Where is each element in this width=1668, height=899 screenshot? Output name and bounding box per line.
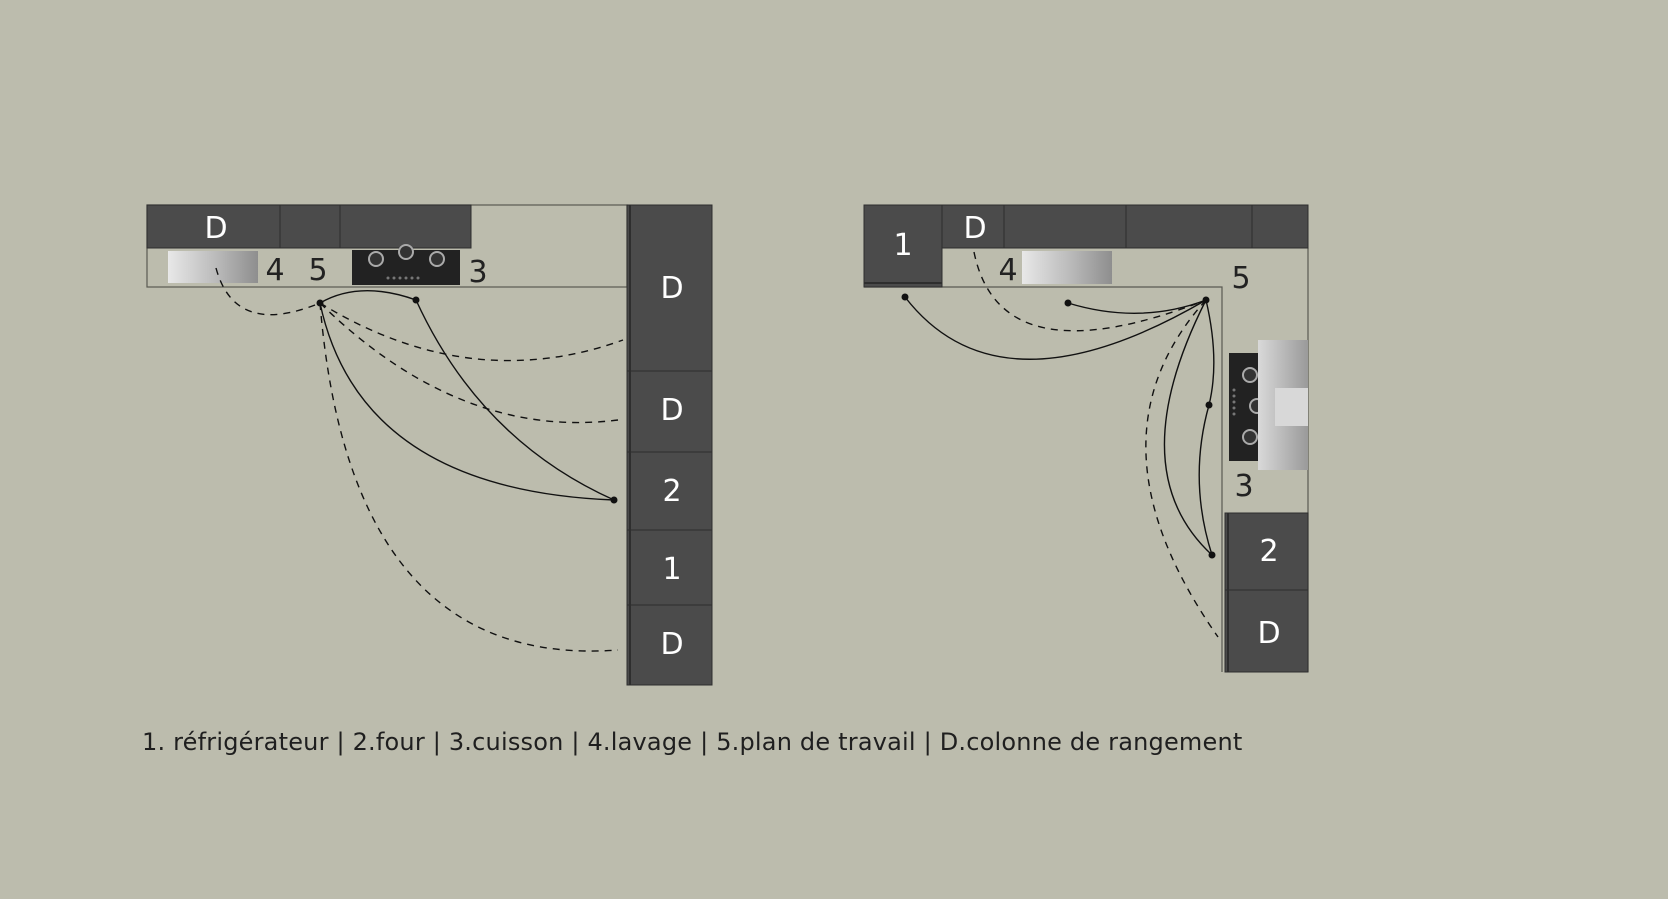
cabinet-a-2 (279, 204, 341, 249)
node-oven-b (1208, 551, 1216, 559)
column-d-top-b (941, 204, 1005, 249)
label-col-d-b: D (963, 211, 986, 246)
legend: 1. réfrigérateur | 2.four | 3.cuisson | … (142, 728, 1243, 756)
label-hob-b: 3 (1234, 469, 1253, 504)
label-col-d-a: D (204, 211, 227, 246)
label-worktop-a: 5 (308, 253, 327, 288)
layout-a: D 4 5 3 D D 2 1 D (146, 204, 713, 686)
extractor-icon (1258, 340, 1308, 470)
hob-icon (352, 244, 460, 285)
label-fridge-a: 1 (662, 552, 681, 587)
fridge-b (863, 204, 943, 288)
cabinet-b-2 (1003, 204, 1127, 249)
label-col-d-bottom-a: D (660, 627, 683, 662)
label-hob-a: 3 (468, 255, 487, 290)
node-worktop-a (316, 299, 324, 307)
fridge-a (626, 529, 713, 606)
node-sink-b (1064, 299, 1072, 307)
label-fridge-b: 1 (893, 228, 912, 263)
node-oven-a (610, 496, 618, 504)
label-col-d-mid-a: D (660, 393, 683, 428)
worktop-outline-b (864, 286, 1223, 672)
column-d-mid-a (626, 370, 713, 453)
cabinet-a-3 (339, 204, 472, 249)
node-hob-a (412, 296, 420, 304)
label-worktop-b: 5 (1231, 261, 1250, 296)
sink-icon (1022, 251, 1112, 284)
cabinet-b-3 (1125, 204, 1253, 249)
label-col-d-bottom-b: D (1257, 616, 1280, 651)
node-hob-b (1205, 401, 1213, 409)
column-d-bottom-a (626, 604, 713, 686)
column-d-tall-a (626, 204, 713, 372)
label-sink-a: 4 (265, 253, 284, 288)
label-oven-b: 2 (1259, 534, 1278, 569)
workflow-lines-a (215, 267, 624, 652)
oven-a (626, 451, 713, 531)
workflow-lines-b (904, 251, 1219, 638)
label-col-d-tall-a: D (660, 271, 683, 306)
cabinet-b-4 (1251, 204, 1309, 249)
node-fridge-b (901, 293, 909, 301)
layout-b: 1 D 4 5 3 2 D (863, 204, 1309, 673)
sink-icon (168, 251, 258, 283)
node-worktop-b (1202, 296, 1210, 304)
column-d-top-a (146, 204, 281, 249)
oven-b (1224, 512, 1309, 591)
column-d-bottom-b (1224, 589, 1309, 673)
label-oven-a: 2 (662, 474, 681, 509)
label-sink-b: 4 (998, 253, 1017, 288)
